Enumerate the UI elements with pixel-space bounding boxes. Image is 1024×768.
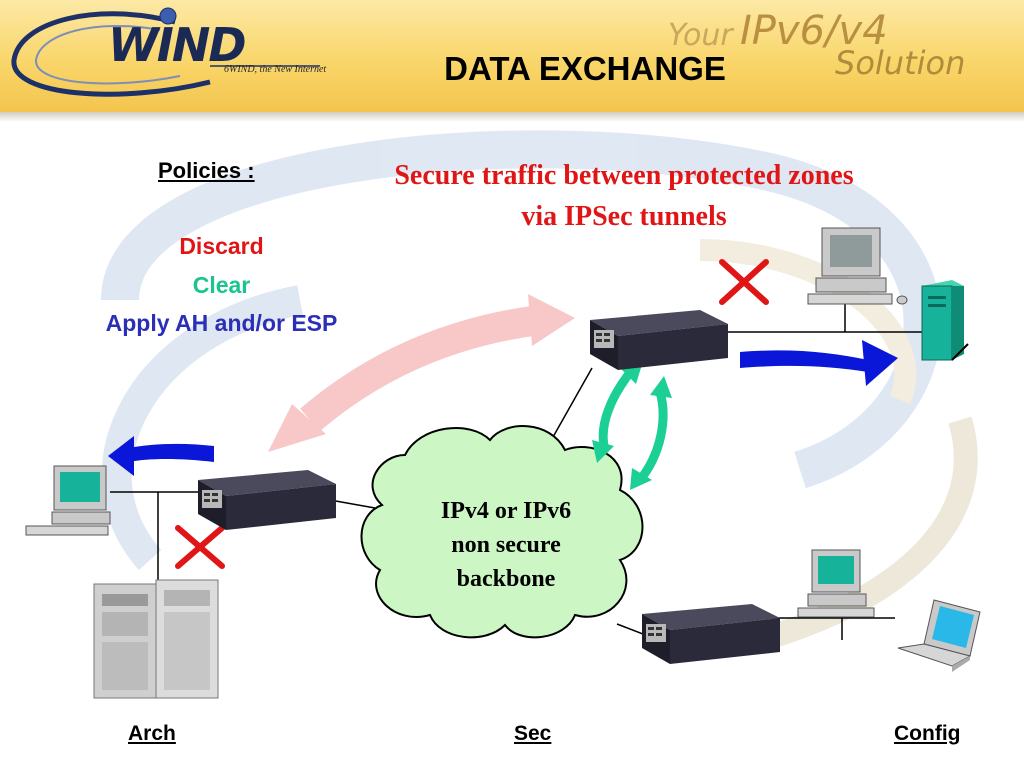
slide-title: DATA EXCHANGE [444,50,726,87]
header-shadow [0,112,1024,122]
policy-clear: Clear [192,272,251,298]
nav-link-sec[interactable]: Sec [514,722,552,745]
tower-server-icon [921,280,969,361]
mainframe-server-icon [93,579,219,699]
diagram-subtitle: Secure traffic between protected zones v… [320,155,928,237]
laptop-icon [897,599,981,672]
brand-your: Your [668,18,733,53]
flow-arrow-right [740,340,898,386]
brand-ipv: IPv6/v4 [740,8,888,54]
backbone-cloud [360,425,644,639]
logo-tagline: 6WIND, the New Internet [224,64,327,75]
pink-curved-arrow [268,294,575,452]
desktop-computer-icon [797,549,875,618]
desktop-computer-icon [25,465,111,536]
backbone-line-1: IPv4 or IPv6 [440,498,572,524]
policy-discard: Discard [179,233,264,259]
discard-x-icon [719,259,769,305]
logo-swirl-icon [11,7,320,97]
backbone-line-2: non secure [451,532,561,558]
router-icon [198,470,336,530]
subtitle-line-2: via IPSec tunnels [521,201,727,232]
nav-link-config[interactable]: Config [894,722,961,745]
tunnel-arrows [592,358,672,490]
policy-apply-ah-esp: Apply AH and/or ESP [105,310,338,336]
logo-wordmark: WIND [108,18,247,72]
brand-solution: Solution [835,44,966,82]
backbone-label: IPv4 or IPv6 non secure backbone [420,494,592,596]
subtitle-line-1: Secure traffic between protected zones [394,160,854,191]
router-icon [590,310,728,370]
discard-x-icon [175,525,225,569]
flow-arrow-left [108,436,214,476]
policies-heading: Policies : [158,158,255,183]
backbone-line-3: backbone [456,566,556,592]
desktop-computer-icon [807,227,908,305]
nav-link-arch[interactable]: Arch [128,722,176,745]
router-icon [642,604,780,664]
